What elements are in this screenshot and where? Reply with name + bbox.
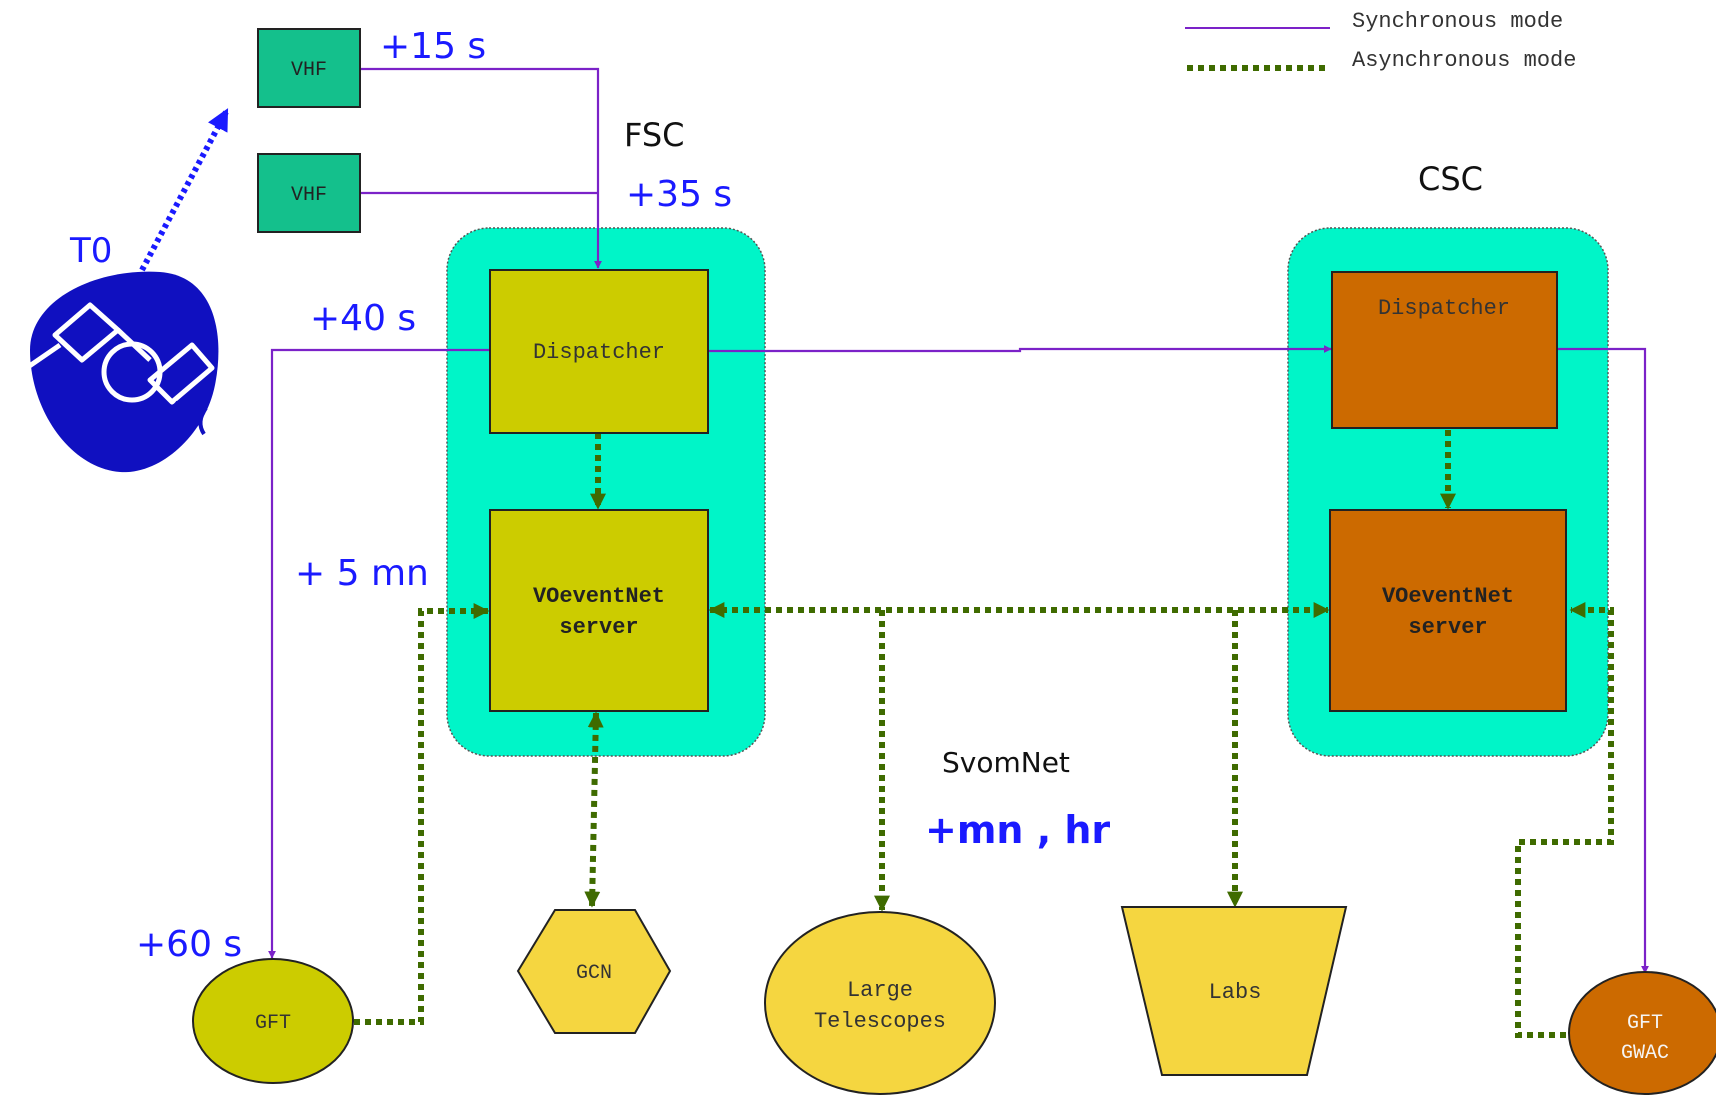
vhf-station-1-label: VHF [291,59,327,82]
csc-voevent-server-box: VOeventNet server [1330,510,1566,711]
timing-mn-hr: +mn , hr [925,808,1110,852]
fsc-to-csc-dispatcher-line [708,349,1331,351]
timing-5mn: + 5 mn [295,553,429,594]
t0-label: T0 [69,231,112,271]
t0-trigger-arrow [142,112,226,270]
fsc-voevent-server-box: VOeventNet server [490,510,708,711]
csc-dispatcher-box: Dispatcher [1332,272,1557,428]
fsc-dispatcher-box: Dispatcher [490,270,708,433]
csc-voevent-label-line1: VOeventNet [1382,584,1514,609]
legend-async-label: Asynchronous mode [1352,48,1576,73]
timing-40s: +40 s [310,298,416,339]
csc-dispatcher-label: Dispatcher [1378,296,1510,321]
large-telescopes-label-line1: Large [847,978,913,1003]
gft-gwac-label-line1: GFT [1627,1012,1663,1035]
svomnet-label: SvomNet [942,746,1070,779]
labs-node: Labs [1122,907,1346,1075]
fsc-voevent-label-line1: VOeventNet [533,584,665,609]
gft-gwac-node: GFT GWAC [1569,972,1716,1094]
large-telescopes-node: Large Telescopes [765,912,995,1094]
fsc-dispatcher-label: Dispatcher [533,340,665,365]
timing-60s: +60 s [136,924,242,965]
timing-15s: +15 s [380,26,486,67]
gft-node-label: GFT [255,1012,291,1035]
vhf-station-1: VHF [258,29,360,107]
vhf-station-2-label: VHF [291,184,327,207]
labs-node-label: Labs [1209,980,1262,1005]
csc-voevent-label-line2: server [1408,615,1487,640]
gcn-node: GCN [518,910,670,1033]
gft-node: GFT [193,959,353,1083]
csc-label: CSC [1418,160,1483,198]
legend: Synchronous mode Asynchronous mode [1185,9,1576,73]
timing-35s: +35 s [626,174,732,215]
gcn-node-label: GCN [576,962,612,985]
fsc-voevent-label-line2: server [559,615,638,640]
vhf-station-2: VHF [258,154,360,232]
large-telescopes-label-line2: Telescopes [814,1009,946,1034]
legend-sync-label: Synchronous mode [1352,9,1563,34]
satellite-icon [12,272,218,472]
fsc-label: FSC [624,116,685,154]
gft-gwac-label-line2: GWAC [1621,1042,1669,1065]
